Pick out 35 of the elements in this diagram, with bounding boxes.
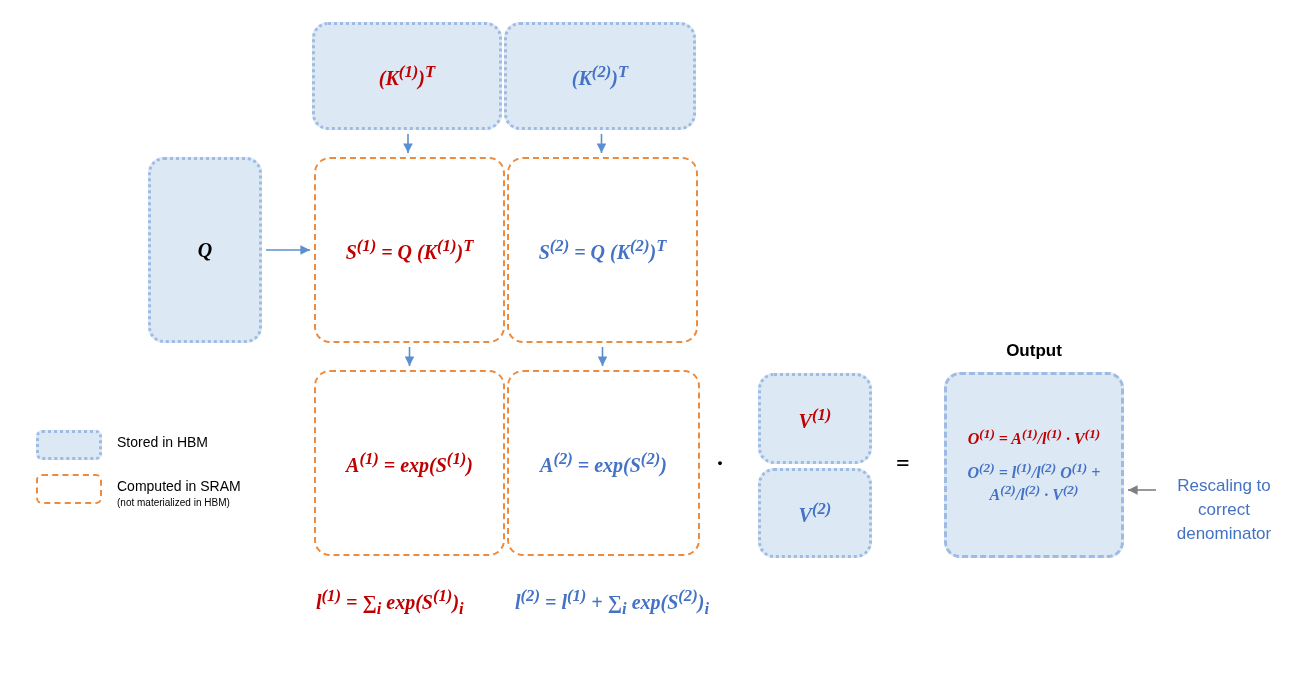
formula: l$^{(2)}$ = l$^{(1)}$ + ∑$_{i}$ exp(S$^{(2)}$)$_{i}$	[515, 586, 710, 619]
computed-box	[507, 157, 698, 343]
computed-box	[314, 370, 505, 556]
formula: A$^{(1)}$ = exp(S$^{(1)}$)	[346, 449, 473, 477]
legend-label: Stored in HBM	[117, 434, 209, 450]
legend-note: (not materialized in HBM)	[117, 497, 230, 508]
arrow	[596, 133, 607, 154]
formula: O$^{(1)}$ = A$^{(1)}$/l$^{(1)}$ · V$^{(1)}$	[967, 425, 1101, 448]
formula: V$^{(2)}$	[798, 499, 832, 527]
formula: A$^{(2)}$ = exp(S$^{(2)}$)	[540, 449, 667, 477]
matrix-box	[312, 22, 502, 130]
computed-box	[314, 157, 505, 343]
computed-box	[507, 370, 700, 556]
arrow	[265, 245, 311, 255]
legend-label: Computed in SRAM	[117, 478, 241, 494]
arrow	[403, 133, 413, 154]
arrow	[404, 346, 415, 367]
formula: l$^{(1)}$ = ∑$_{i}$ exp(S$^{(1)}$)$_{i}$	[316, 586, 464, 619]
formula: S$^{(1)}$ = Q (K$^{(1)}$)$^{T}$	[345, 236, 474, 264]
matrix-box	[504, 22, 696, 130]
formula: Q	[197, 238, 213, 262]
formula: (K$^{(1)}$)$^{T}$	[378, 62, 436, 90]
formula: (K$^{(2)}$)$^{T}$	[571, 62, 629, 90]
matrix-box	[758, 468, 872, 558]
arrow	[597, 346, 608, 367]
operator: ·	[716, 450, 724, 477]
operator: =	[896, 450, 910, 477]
formula: S$^{(2)}$ = Q (K$^{(2)}$)$^{T}$	[538, 236, 667, 264]
annotation: Rescaling to correct denominator	[1175, 475, 1273, 545]
matrix-box	[758, 373, 872, 464]
formula: V$^{(1)}$	[798, 404, 832, 433]
matrix-box	[148, 157, 262, 343]
leader-arrow	[1127, 485, 1157, 495]
heading: Output	[1006, 341, 1062, 361]
formula: O$^{(2)}$ = l$^{(1)}$/l$^{(2)}$ O$^{(1)}$ + A$^{(2)}$/l$^{(2)}$ · V$^{(2)}$	[966, 459, 1102, 505]
